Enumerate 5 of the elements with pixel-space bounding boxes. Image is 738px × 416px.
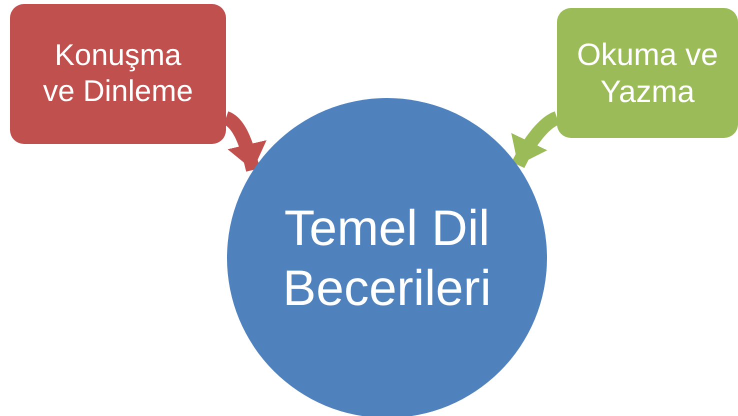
node-label: Temel Dil Becerileri [282, 199, 492, 318]
skill-box [557, 8, 738, 138]
skill-box [10, 4, 226, 144]
node-label: Konuşma ve Dinleme [42, 38, 194, 110]
node-label: Okuma ve Yazma [576, 36, 720, 110]
